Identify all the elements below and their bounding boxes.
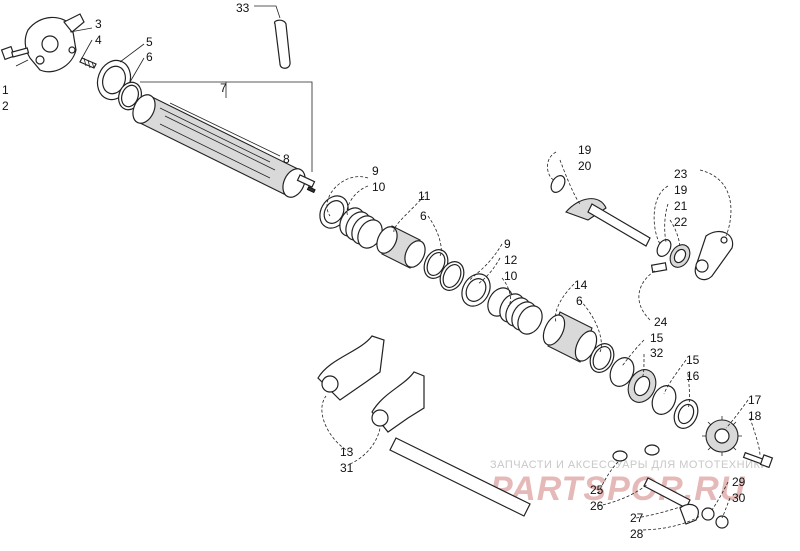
callout-20: 20 <box>578 159 592 173</box>
callout-31: 31 <box>340 461 354 475</box>
callout-19b: 19 <box>674 183 688 197</box>
shift-shaft-19-20 <box>550 175 651 247</box>
callout-7: 7 <box>220 81 227 95</box>
callout-13: 13 <box>340 445 354 459</box>
spring-25 <box>612 444 660 462</box>
callout-1: 1 <box>2 83 9 97</box>
callout-21: 21 <box>674 199 688 213</box>
callout-12: 12 <box>504 253 518 267</box>
callout-10b: 10 <box>504 269 518 283</box>
callout-9a: 9 <box>372 164 379 178</box>
callout-28: 28 <box>630 527 644 541</box>
callout-10a: 10 <box>372 180 386 194</box>
washer-21 <box>656 239 672 257</box>
collar-11 <box>376 225 426 269</box>
spring-clip-33 <box>273 19 291 69</box>
fork-rod-31 <box>389 437 531 517</box>
callout-18: 18 <box>748 409 762 423</box>
callout-6b: 6 <box>420 209 427 223</box>
shift-fork-13a <box>317 335 385 401</box>
watermark: PARTSPOR.RU ЗАПЧАСТИ И АКСЕССУАРЫ ДЛЯ МО… <box>490 459 769 508</box>
washer-15b <box>651 385 677 415</box>
callout-labels: 3 4 1 2 5 6 7 8 33 9 10 11 6 9 12 10 14 … <box>2 1 762 541</box>
callout-23: 23 <box>674 167 688 181</box>
callout-14: 14 <box>574 278 588 292</box>
bolt-24 <box>650 262 668 273</box>
callout-16: 16 <box>686 369 700 383</box>
callout-9b: 9 <box>504 237 511 251</box>
callout-11: 11 <box>418 189 431 203</box>
washer-9b <box>461 273 491 307</box>
callout-29: 29 <box>732 475 746 489</box>
callout-15b: 15 <box>686 353 700 367</box>
bearing-32 <box>627 369 657 403</box>
shift-drum-7 <box>132 94 316 198</box>
callout-2: 2 <box>2 99 9 113</box>
callout-19a: 19 <box>578 143 592 157</box>
callout-4: 4 <box>95 33 102 47</box>
callout-27: 27 <box>630 511 644 525</box>
bolt-1 <box>0 45 30 61</box>
shift-fork-13b <box>371 371 425 433</box>
callout-15a: 15 <box>650 331 664 345</box>
spring-12 <box>487 287 543 335</box>
circlip-6d <box>589 343 615 373</box>
callout-25: 25 <box>590 483 604 497</box>
circlip-6c <box>439 261 465 291</box>
callout-30: 30 <box>732 491 746 505</box>
callout-17: 17 <box>748 393 762 407</box>
collar-14 <box>542 311 598 363</box>
callout-24: 24 <box>654 315 668 329</box>
watermark-caption: ЗАПЧАСТИ И АКСЕССУАРЫ ДЛЯ МОТОТЕХНИКИ <box>490 459 769 471</box>
callout-22: 22 <box>674 215 688 229</box>
callout-26: 26 <box>590 499 604 513</box>
shift-cam-housing <box>24 13 85 73</box>
seal-22 <box>669 244 691 268</box>
callout-6a: 6 <box>146 50 153 64</box>
callout-8: 8 <box>283 152 290 166</box>
bolt-18 <box>742 451 774 469</box>
detent-spring-3-4 <box>79 57 97 69</box>
shift-arm-23 <box>694 231 734 281</box>
gear-17 <box>702 416 742 456</box>
callout-3: 3 <box>95 17 102 31</box>
callout-32: 32 <box>650 346 664 360</box>
washer-16 <box>673 399 699 429</box>
callout-6c: 6 <box>576 294 583 308</box>
callout-33: 33 <box>236 1 250 15</box>
spring <box>339 207 383 249</box>
nut-28-29-30 <box>701 507 729 529</box>
shaft-26-27 <box>643 477 699 525</box>
watermark-logo: PARTSPOR.RU <box>490 470 746 508</box>
callout-5: 5 <box>146 35 153 49</box>
pin-8 <box>306 186 316 194</box>
leader-lines <box>15 5 761 531</box>
